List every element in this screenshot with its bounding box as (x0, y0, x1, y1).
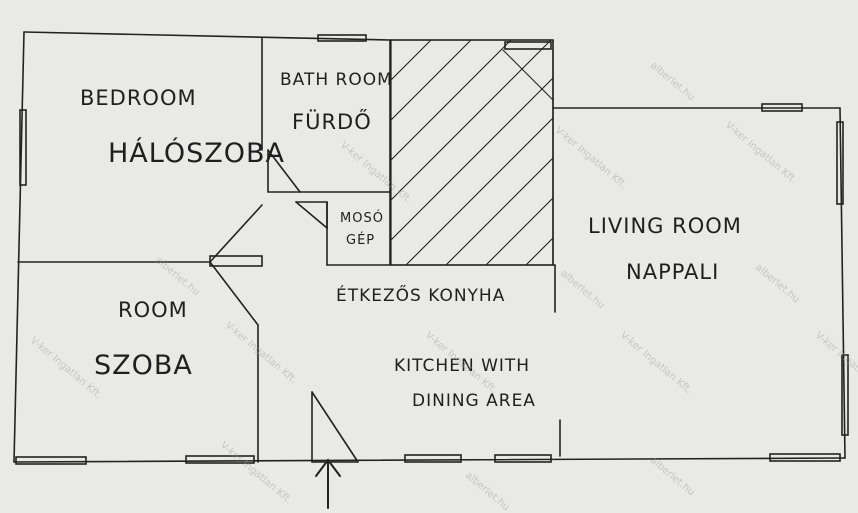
outer-wall-right (839, 107, 846, 459)
kitchen-label-hu: ÉTKEZŐS KONYHA (336, 286, 506, 306)
entrance-arrow-head (315, 458, 341, 477)
living-room-label-hu: NAPPALI (626, 260, 720, 284)
entrance-door (311, 391, 359, 463)
window-core-top (504, 41, 552, 50)
washer-door (295, 201, 328, 229)
washer-label-1: MOSÓ (340, 211, 384, 226)
window-bottom-2 (185, 455, 255, 464)
outer-wall-top (23, 31, 391, 41)
hatched-core (391, 40, 553, 265)
bedroom-door (209, 204, 263, 263)
window-bottom-4 (494, 454, 552, 463)
window-bottom-1 (15, 456, 87, 465)
window-living-right-2 (841, 354, 849, 436)
window-bottom-3 (404, 454, 462, 463)
bedroom-label-hu: HÁLÓSZOBA (108, 138, 285, 169)
bathroom-label-en: BATH ROOM (280, 70, 393, 90)
kitchen-label-en-1: KITCHEN WITH (394, 356, 531, 376)
bedroom-label-en: BEDROOM (80, 86, 197, 110)
window-bath-top (317, 34, 367, 42)
door-frame-marker (209, 255, 263, 267)
window-living-top (761, 103, 803, 112)
window-bedroom-left (19, 109, 27, 186)
outer-wall-left (13, 31, 25, 463)
room-label-hu: SZOBA (94, 350, 193, 381)
window-bottom-5 (769, 453, 841, 462)
washer-door-swing (295, 201, 328, 229)
living-room-label-en: LIVING ROOM (588, 214, 742, 238)
entrance-door-swing (311, 391, 359, 463)
bathroom-door (267, 149, 301, 193)
outer-wall-bottom (13, 457, 846, 463)
room-door (209, 261, 259, 326)
bathroom-label-hu: FÜRDŐ (292, 110, 372, 134)
window-living-right-1 (836, 121, 844, 205)
room-label-en: ROOM (118, 298, 188, 322)
kitchen-label-en-2: DINING AREA (412, 391, 536, 411)
hatched-core-outline (390, 39, 554, 266)
washer-label-2: GÉP (346, 233, 376, 248)
bathroom-door-swing (267, 149, 301, 193)
